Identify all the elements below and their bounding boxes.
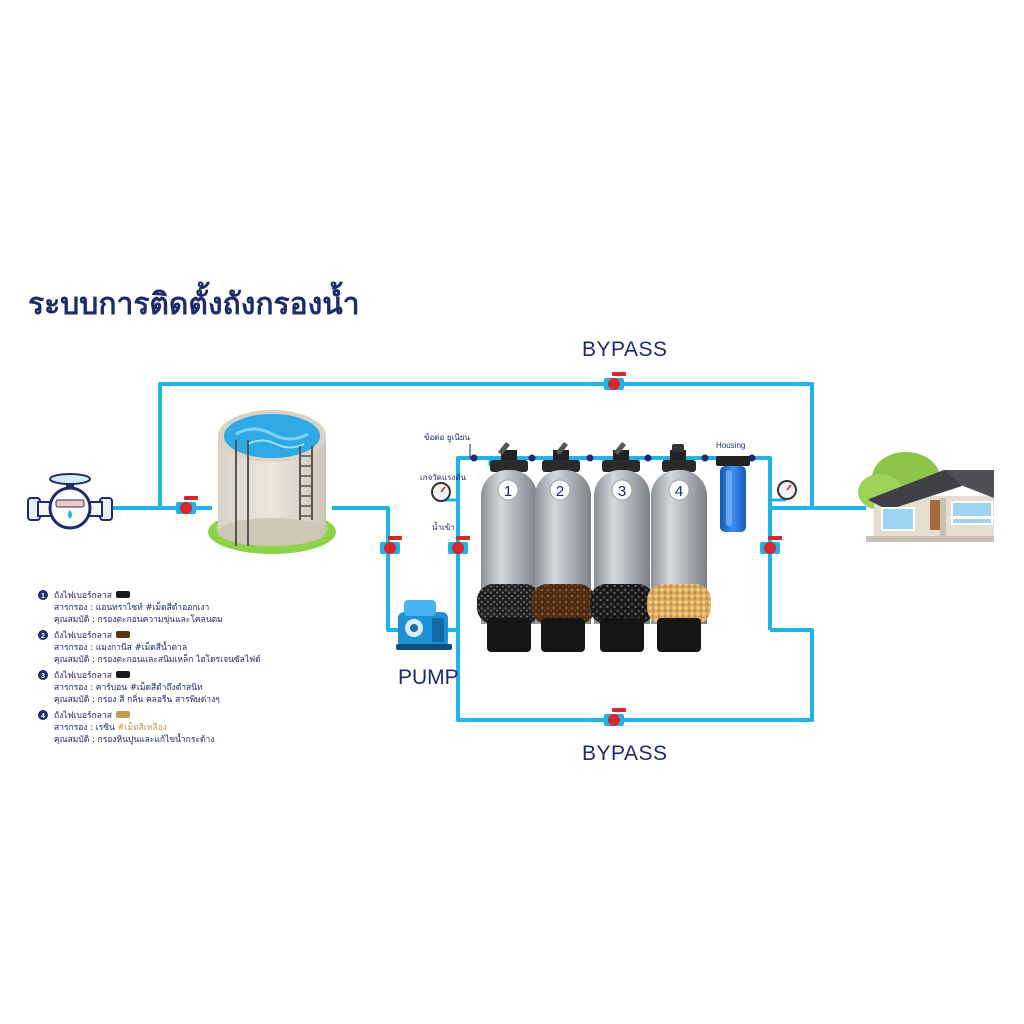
- tank-number-2: 2: [556, 483, 564, 500]
- filter-tank-3: 3: [590, 442, 654, 652]
- bypass-bottom-label: BYPASS: [582, 742, 667, 765]
- legend-heading: ถังไฟเบอร์กลาส: [54, 670, 113, 681]
- legend-heading: ถังไฟเบอร์กลาส: [54, 630, 113, 641]
- legend-media: สารกรอง : แมงกานีส #เม็ดสีน้ำตาล: [54, 641, 187, 653]
- housing-label: Housing: [716, 441, 745, 450]
- legend-color-swatch: [116, 671, 130, 678]
- valve-bypass-bottom[interactable]: [604, 708, 626, 726]
- pressure-gauge-label: เกจวัดแรงดัน: [420, 473, 467, 482]
- bypass-top-label: BYPASS: [582, 338, 667, 361]
- house-icon: [858, 452, 994, 542]
- valve-bypass-top[interactable]: [604, 372, 626, 390]
- legend-color-swatch: [116, 591, 130, 598]
- water-meter-icon: [27, 473, 113, 530]
- legend-color-swatch: [116, 711, 130, 718]
- water-pump-icon: [396, 600, 452, 650]
- legend-media: สารกรอง : แอนทราไซท์ #เม็ดสีดำออกเงา: [54, 601, 209, 613]
- legend-property: คุณสมบัติ : กรองหินปูนและแก้ไขน้ำกระด้าง: [54, 733, 214, 745]
- page-title: ระบบการติดตั้งถังกรองน้ำ: [28, 281, 360, 322]
- tank-number-3: 3: [618, 483, 626, 500]
- legend-number: 2: [41, 633, 45, 640]
- pressure-gauge-outlet-icon: [770, 480, 797, 502]
- valve-filter-outlet[interactable]: [760, 536, 782, 554]
- header-joints: [470, 454, 756, 462]
- legend-media: สารกรอง : เรซิน #เม็ดสีเหลือง: [54, 721, 167, 733]
- filter-tank-4: 4: [647, 444, 711, 652]
- pipe-bypass-top: [158, 382, 866, 510]
- valve-filter-inlet[interactable]: [448, 536, 470, 554]
- tank-number-1: 1: [504, 483, 512, 500]
- pressure-gauge-inlet-icon: [431, 482, 458, 502]
- legend-heading: ถังไฟเบอร์กลาส: [54, 590, 113, 601]
- valve-pump-inlet[interactable]: [380, 536, 402, 554]
- pipe-storage-to-pump: [332, 506, 404, 632]
- legend-property: คุณสมบัติ : กรอง สี กลิ่น คลอรีน สารพิษต…: [54, 693, 220, 705]
- legend-property: คุณสมบัติ : กรองตะกอนและสนิมเหล็ก ไฮโดรเ…: [54, 653, 261, 665]
- filter-tank-2: 2: [531, 442, 595, 652]
- legend-media: สารกรอง : คาร์บอน #เม็ดสีดำถึงดำสนิท: [54, 681, 203, 693]
- legend-number: 3: [41, 673, 45, 680]
- legend-heading: ถังไฟเบอร์กลาส: [54, 710, 113, 721]
- housing-filter-icon: [716, 456, 750, 532]
- legend-number-badge: [38, 670, 48, 680]
- tank-number-4: 4: [675, 483, 683, 500]
- water-in-label: น้ำเข้า: [432, 521, 455, 532]
- storage-tank-icon: [208, 410, 336, 554]
- pipe-bypass-bottom: [456, 628, 814, 722]
- union-joint-label: ข้อต่อ ยูเนียน: [424, 433, 470, 443]
- legend-number-badge: [38, 710, 48, 720]
- legend-color-swatch: [116, 631, 130, 638]
- valve-main-inlet[interactable]: [176, 496, 198, 514]
- legend-number-badge: [38, 590, 48, 600]
- legend-property: คุณสมบัติ : กรองตะกอนความขุ่นและโคลนตม: [54, 614, 223, 625]
- pump-label: PUMP: [398, 666, 459, 689]
- legend-number: 1: [41, 593, 45, 600]
- legend-number: 4: [41, 713, 45, 720]
- legend-number-badge: [38, 630, 48, 640]
- filter-tank-1: 1: [477, 442, 541, 652]
